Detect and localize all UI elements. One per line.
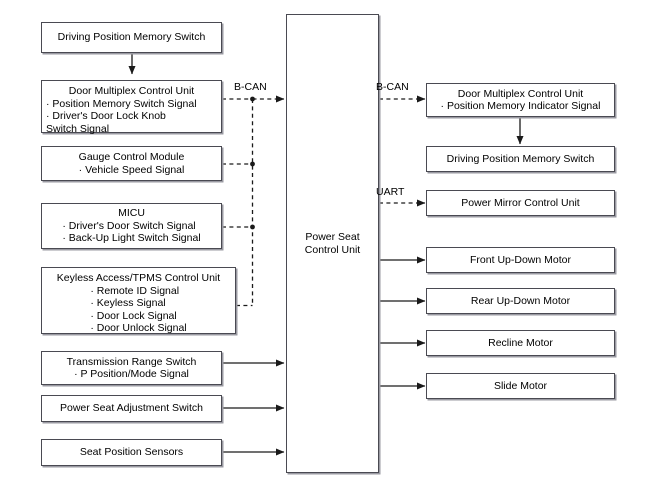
box-signal-list: · Position Memory Switch Signal · Driver… [42,98,221,136]
signal-item: · Position Memory Switch Signal [46,97,197,110]
box-title: Front Up-Down Motor [470,253,571,266]
signal-item: · P Position/Mode Signal [74,368,189,380]
box-transmission-range-switch[interactable]: Transmission Range Switch · P Position/M… [41,351,222,385]
signal-item: Switch Signal [46,122,110,135]
signal-item: · Back-Up Light Switch Signal [62,232,201,245]
box-power-seat-adjustment-switch[interactable]: Power Seat Adjustment Switch [41,395,222,422]
uart-label: UART [376,186,405,198]
box-slide-motor[interactable]: Slide Motor [426,373,615,399]
signal-item: · Vehicle Speed Signal [78,163,185,176]
signal-item: · Remote ID Signal [90,284,180,297]
box-front-up-down-motor[interactable]: Front Up-Down Motor [426,247,615,273]
box-title: Seat Position Sensors [79,446,184,459]
box-signal-list: · P Position/Mode Signal [74,368,189,381]
box-power-mirror-control-unit[interactable]: Power Mirror Control Unit [426,190,615,216]
signal-item: · Door Lock Signal [90,309,177,322]
box-power-seat-control-unit[interactable]: Power Seat Control Unit [286,14,379,473]
box-title: Power Mirror Control Unit [461,196,580,209]
box-title: Door Multiplex Control Unit [68,85,195,97]
box-driving-position-memory-switch-output[interactable]: Driving Position Memory Switch [426,146,615,172]
box-micu[interactable]: MICU · Driver's Door Switch Signal · Bac… [41,203,222,249]
box-title: Driving Position Memory Switch [57,31,206,44]
box-title: Recline Motor [488,336,553,349]
box-title: Slide Motor [493,379,548,392]
box-title: Power Seat Adjustment Switch [60,402,203,415]
signal-item: · Door Unlock Signal [90,322,187,334]
box-signal-list: · Driver's Door Switch Signal · Back-Up … [62,220,200,245]
box-door-multiplex-control-unit[interactable]: Door Multiplex Control Unit · Position M… [41,80,222,136]
box-seat-position-sensors[interactable]: Seat Position Sensors [41,439,222,466]
signal-item: · Driver's Door Switch Signal [62,219,196,232]
box-title: Keyless Access/TPMS Control Unit [56,272,221,284]
box-signal-list: · Remote ID Signal · Keyless Signal · Do… [90,285,186,335]
pscu-label-line2: Control Unit [304,243,361,256]
box-title: MICU [118,207,145,220]
box-title: Door Multiplex Control Unit [457,87,584,100]
signal-item: · Driver's Door Lock Knob [46,110,166,122]
signal-item: · Position Memory Indicator Signal [440,100,601,112]
box-title: Transmission Range Switch [66,355,197,368]
box-door-multiplex-control-unit-output[interactable]: Door Multiplex Control Unit · Position M… [426,83,615,117]
box-gauge-control-module[interactable]: Gauge Control Module · Vehicle Speed Sig… [41,146,222,181]
box-signal-list: · Vehicle Speed Signal [79,164,185,177]
box-rear-up-down-motor[interactable]: Rear Up-Down Motor [426,288,615,314]
bcan-label-left: B-CAN [234,81,267,93]
box-title: Rear Up-Down Motor [470,294,571,307]
box-driving-position-memory-switch[interactable]: Driving Position Memory Switch [41,22,222,53]
box-title: Driving Position Memory Switch [446,152,595,165]
pscu-label-line1: Power Seat [305,231,360,243]
box-keyless-access-tpms-control-unit[interactable]: Keyless Access/TPMS Control Unit · Remot… [41,267,236,334]
bcan-bus-left [250,96,255,306]
box-title: Gauge Control Module [78,151,185,163]
bcan-label-right: B-CAN [376,81,409,93]
signal-item: · Keyless Signal [90,297,166,309]
box-recline-motor[interactable]: Recline Motor [426,330,615,356]
box-signal-list: · Position Memory Indicator Signal [441,100,601,113]
